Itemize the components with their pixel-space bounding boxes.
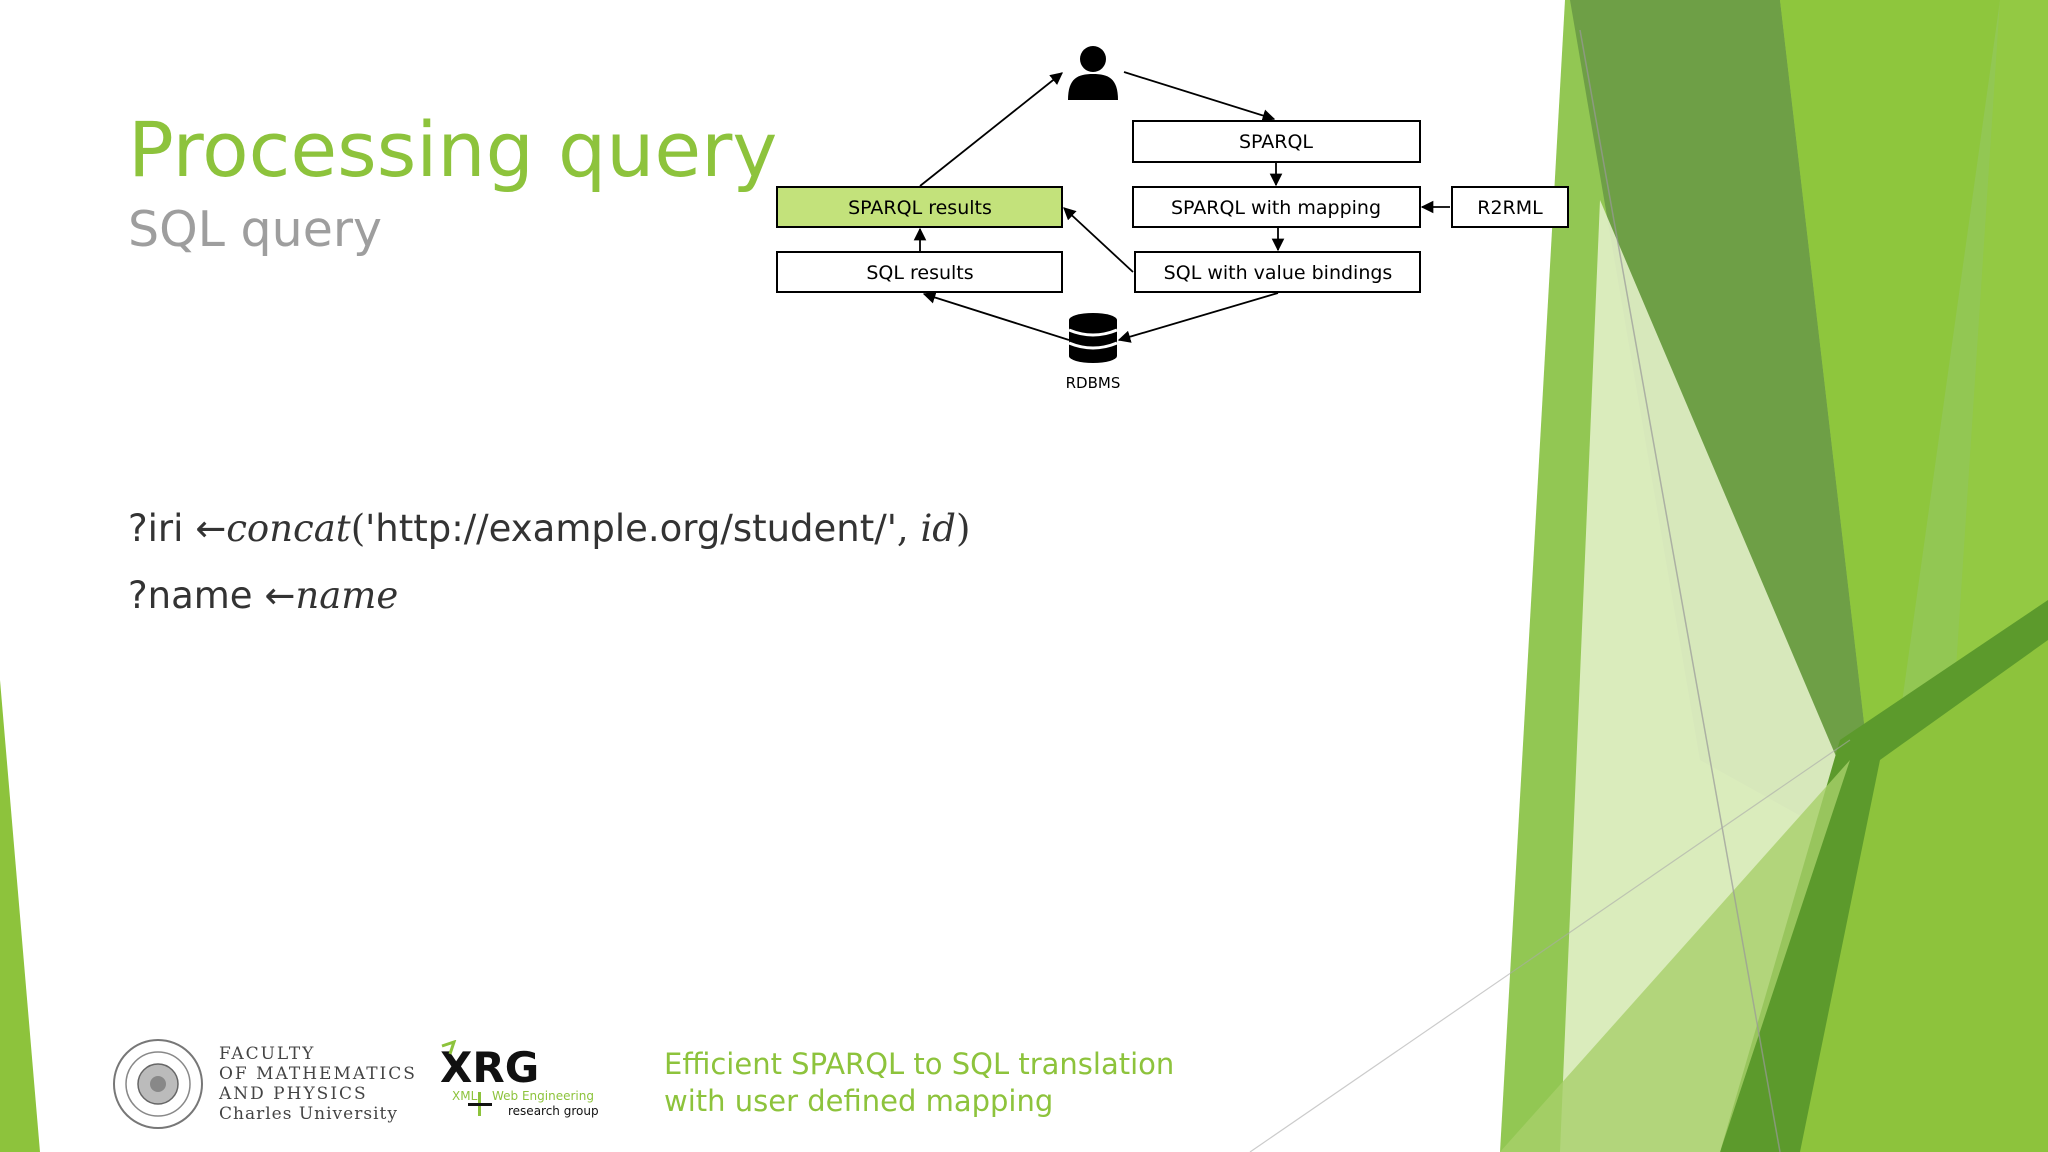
- svg-text:XML: XML: [452, 1089, 478, 1103]
- user-icon: [1068, 46, 1118, 100]
- database-icon: [1068, 313, 1118, 363]
- node-sparql-results-label: SPARQL results: [848, 197, 992, 219]
- assign-arrow: ←: [264, 574, 296, 617]
- iri-literal: 'http://example.org/student/': [365, 507, 897, 550]
- close-paren: ): [955, 507, 971, 550]
- footer-caption-line2: with user defined mapping: [664, 1084, 1054, 1118]
- slide-subtitle: SQL query: [128, 201, 382, 258]
- university-name: Charles University: [219, 1104, 398, 1124]
- node-sparql-label: SPARQL: [1239, 131, 1313, 153]
- faculty-line2: OF MATHEMATICS: [219, 1064, 417, 1084]
- name-variable: ?name: [128, 574, 253, 617]
- faculty-seal-logo: [113, 1039, 203, 1129]
- slide-title: Processing query: [128, 105, 778, 194]
- node-sql-results-label: SQL results: [866, 262, 973, 284]
- node-sparql-results: SPARQL results: [776, 186, 1063, 228]
- node-sql-with-value-bindings: SQL with value bindings: [1134, 251, 1421, 293]
- iri-variable: ?iri: [128, 507, 184, 550]
- faculty-name: FACULTY OF MATHEMATICS AND PHYSICS Charl…: [219, 1044, 417, 1124]
- id-argument: id: [920, 507, 956, 550]
- mapping-iri: ?iri ←concat('http://example.org/student…: [128, 510, 970, 547]
- processing-diagram: RDBMS SPARQL SPARQL with mapping R2RML S…: [776, 46, 1569, 392]
- node-sparql: SPARQL: [1132, 120, 1421, 163]
- footer-caption: Efficient SPARQL to SQL translation with…: [664, 1046, 1174, 1120]
- svg-text:research group: research group: [508, 1104, 598, 1118]
- concat-function: concat: [226, 507, 351, 550]
- svg-text:Web Engineering: Web Engineering: [492, 1089, 594, 1103]
- rdbms-label: RDBMS: [1066, 374, 1121, 392]
- mapping-name: ?name ←name: [128, 577, 398, 614]
- node-sparql-with-mapping-label: SPARQL with mapping: [1171, 197, 1381, 219]
- svg-text:XRG: XRG: [440, 1043, 539, 1092]
- node-r2rml: R2RML: [1451, 186, 1569, 228]
- footer-caption-line1: Efficient SPARQL to SQL translation: [664, 1047, 1175, 1081]
- comma: ,: [896, 507, 921, 550]
- faculty-line3: AND PHYSICS: [219, 1084, 368, 1104]
- node-sql-with-value-bindings-label: SQL with value bindings: [1164, 262, 1393, 284]
- node-sql-results: SQL results: [776, 251, 1063, 293]
- diagram-arrows: [913, 71, 1450, 343]
- node-r2rml-label: R2RML: [1477, 197, 1543, 219]
- open-paren: (: [350, 507, 366, 550]
- name-value: name: [295, 574, 399, 617]
- node-sparql-with-mapping: SPARQL with mapping: [1132, 186, 1421, 228]
- assign-arrow: ←: [195, 507, 227, 550]
- faculty-line1: FACULTY: [219, 1044, 316, 1064]
- xrg-logo: XRG XML Web Engineering research group: [440, 1040, 598, 1118]
